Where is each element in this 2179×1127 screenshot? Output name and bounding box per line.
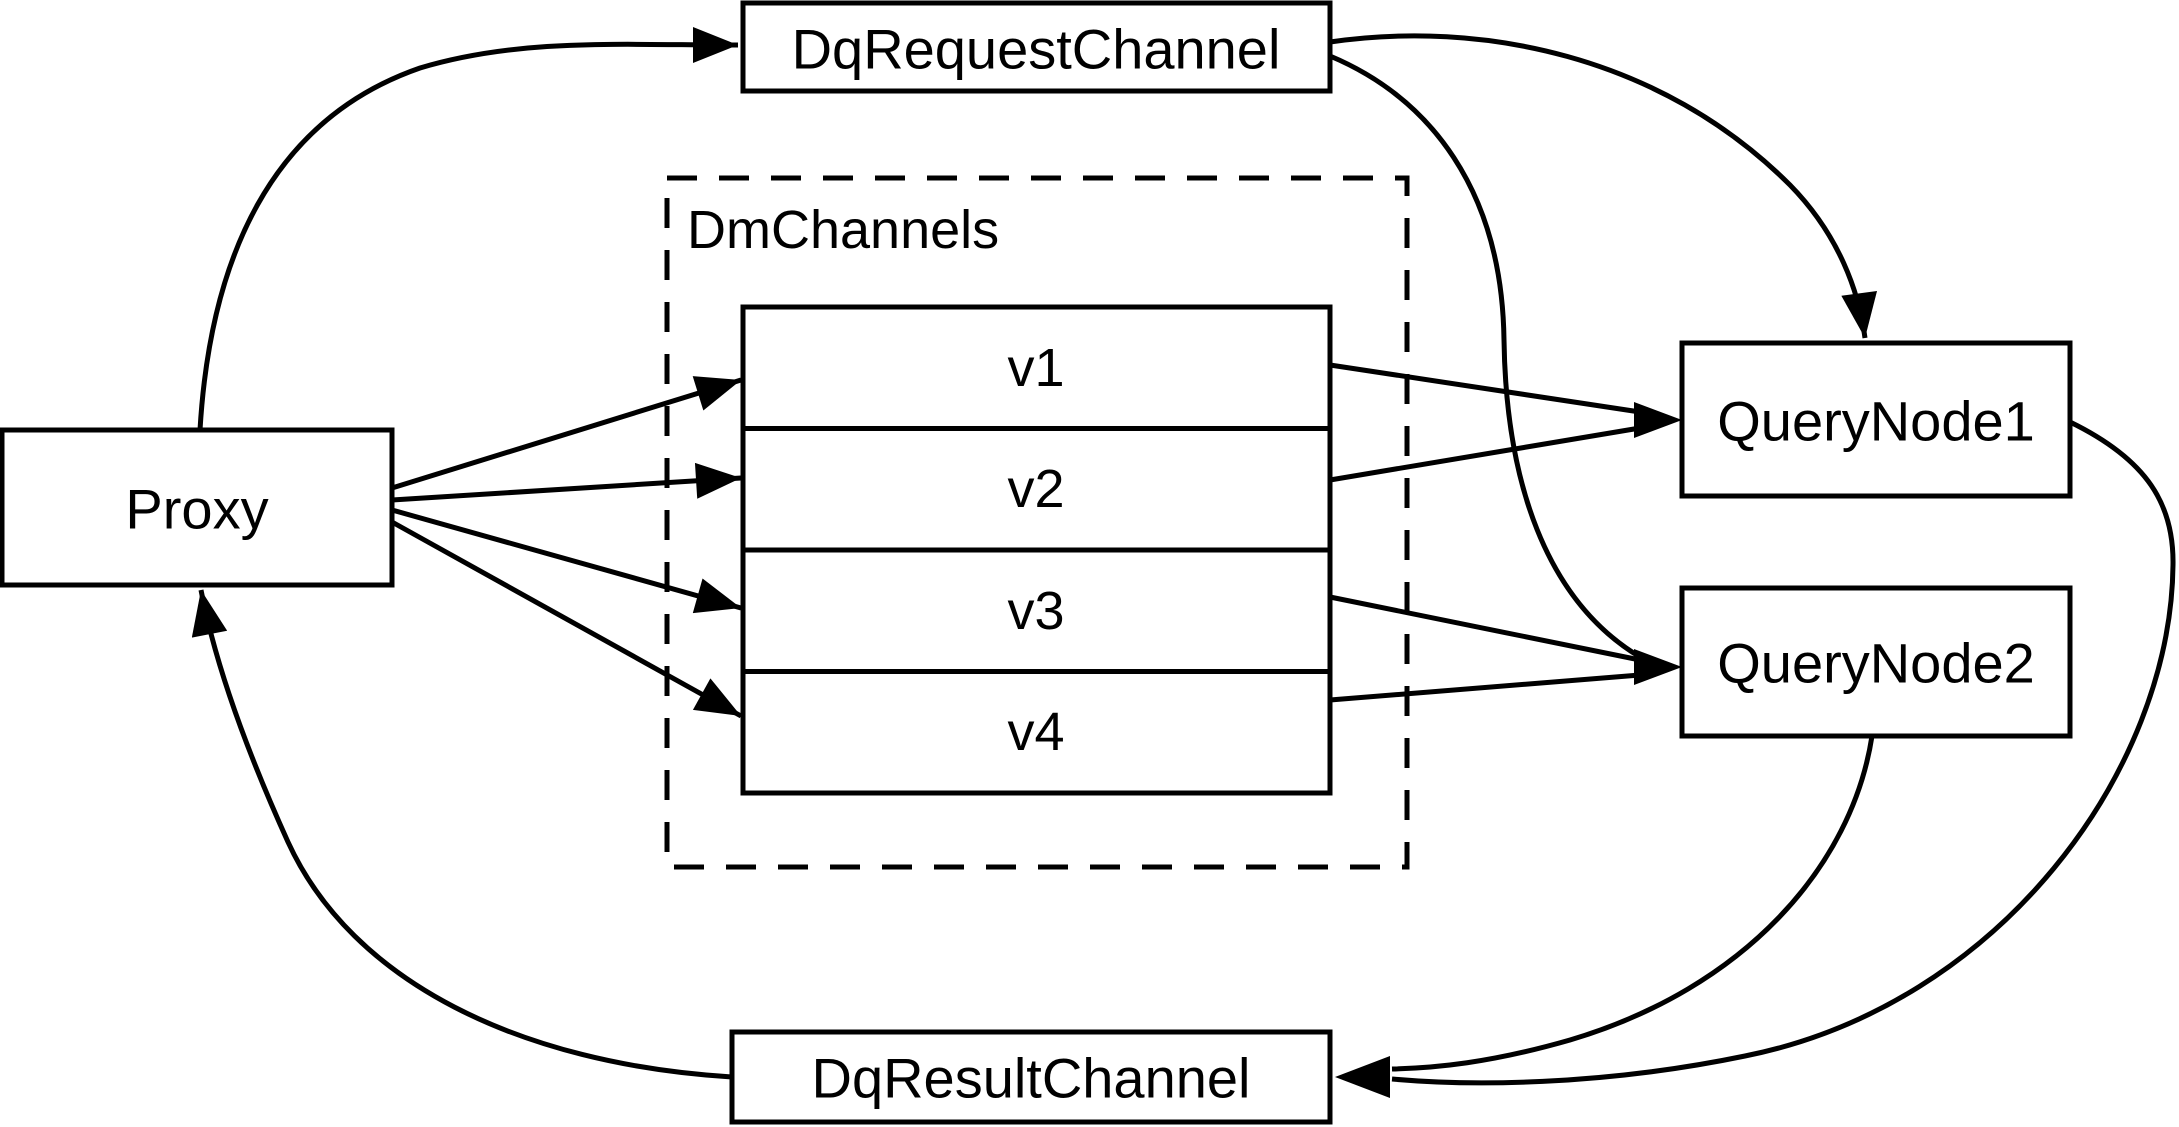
query-node-2-label: QueryNode2	[1717, 632, 2035, 695]
node-query-node-2: QueryNode2	[1679, 585, 2073, 739]
dm-channels-label: DmChannels	[687, 200, 999, 260]
edge-v4-to-querynode2	[1329, 672, 1641, 703]
channel-row-v3-label: v3	[1007, 581, 1064, 641]
channel-row-v2-label: v2	[1007, 459, 1064, 519]
node-dq-result-channel: DqResultChannel	[729, 1029, 1333, 1125]
channel-row-v1-label: v1	[1007, 338, 1064, 398]
edge-proxy-to-v1	[391, 376, 742, 491]
arrowhead-into-querynode2	[1634, 649, 1682, 685]
dq-request-channel-box	[740, 0, 1333, 94]
edge-v2-to-querynode1	[1329, 425, 1641, 483]
edge-v3-to-querynode2	[1329, 594, 1641, 663]
query-node-1-box	[1679, 340, 2073, 499]
channel-row-v4-label: v4	[1007, 702, 1064, 762]
dm-channels-group: DmChannels v1 v2 v3 v4	[664, 175, 1410, 870]
dm-channels-dashed-border	[664, 175, 1410, 870]
dq-result-channel-box	[729, 1029, 1333, 1125]
edge-dqrequestchannel-to-querynode1	[1329, 33, 1878, 339]
edge-proxy-to-v4	[390, 519, 743, 719]
proxy-box	[0, 427, 395, 588]
proxy-label: Proxy	[125, 478, 268, 541]
query-node-1-label: QueryNode1	[1717, 390, 2035, 453]
query-node-2-box	[1679, 585, 2073, 739]
node-proxy: Proxy	[0, 427, 395, 588]
edge-querynode1-to-dqresultchannel	[1391, 419, 2176, 1086]
edge-proxy-to-v2	[391, 462, 742, 503]
node-query-node-1: QueryNode1	[1679, 340, 2073, 499]
edge-querynode2-to-dqresultchannel	[1391, 735, 1875, 1072]
arrowhead-into-querynode1	[1634, 402, 1682, 438]
edge-v1-to-querynode1	[1329, 362, 1641, 415]
edge-proxy-to-v3	[391, 507, 742, 614]
dq-result-channel-label: DqResultChannel	[812, 1047, 1251, 1110]
node-dq-request-channel: DqRequestChannel	[740, 0, 1333, 94]
channel-stack: v1 v2 v3 v4	[740, 304, 1333, 796]
dq-request-channel-label: DqRequestChannel	[792, 18, 1281, 81]
edge-proxy-to-dqrequestchannel	[197, 26, 739, 431]
arrowhead-into-dqresultchannel	[1335, 1056, 1390, 1098]
edge-dqrequestchannel-to-querynode2	[1329, 53, 1642, 660]
edge-dqresultchannel-to-proxy	[191, 589, 733, 1080]
